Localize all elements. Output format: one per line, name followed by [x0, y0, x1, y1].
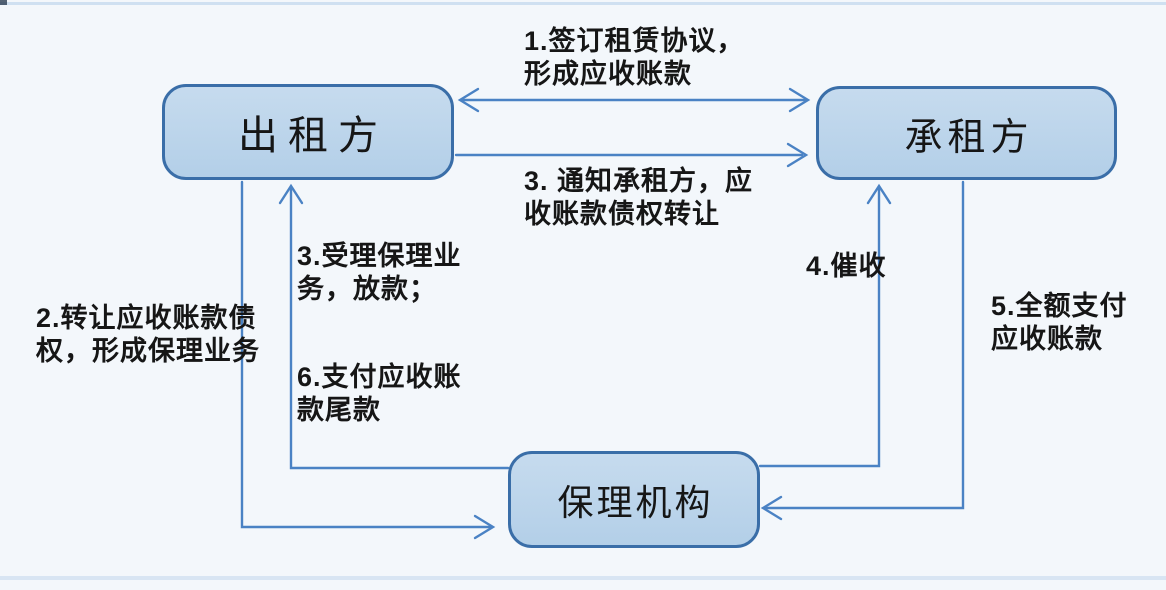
- edge-label-accept-factoring: 3.受理保理业 务，放款；: [297, 240, 462, 306]
- arrow-sign-lease: [457, 87, 811, 113]
- edge-label-pay-balance-line1: 6.支付应收账: [297, 362, 462, 392]
- edge-label-notify-lessee: 3. 通知承租方，应 收账款债权转让: [524, 165, 753, 231]
- edge-label-collect: 4.催收: [806, 250, 887, 283]
- corner-artifact: [0, 0, 7, 5]
- edge-label-transfer-line1: 2.转让应收账款债: [36, 303, 257, 333]
- node-lessor-label: 出租方: [238, 114, 388, 158]
- node-lessee-label: 承租方: [904, 116, 1034, 159]
- edge-label-notify-lessee-line1: 3. 通知承租方，应: [524, 166, 754, 196]
- edge-label-pay-balance: 6.支付应收账 款尾款: [297, 361, 462, 427]
- edge-label-full-payment-line1: 5.全额支付: [991, 291, 1128, 321]
- edge-label-sign-lease-line1: 1.签订租赁协议，: [524, 26, 745, 56]
- edge-label-notify-lessee-line2: 收账款债权转让: [524, 199, 720, 229]
- node-factor: 保理机构: [508, 451, 760, 548]
- edge-label-full-payment: 5.全额支付 应收账款: [991, 290, 1128, 356]
- node-lessor: 出租方: [162, 84, 454, 180]
- arrow-transfer-receivable: [240, 180, 496, 540]
- arrow-notify-lessee: [454, 142, 809, 168]
- edge-label-sign-lease-line2: 形成应收账款: [524, 59, 692, 89]
- edge-label-collect-line1: 4.催收: [806, 251, 887, 281]
- arrow-full-payment: [760, 180, 965, 521]
- edge-label-pay-balance-line2: 款尾款: [297, 395, 381, 425]
- edge-label-transfer-receivable: 2.转让应收账款债 权，形成保理业务: [36, 302, 260, 368]
- node-factor-label: 保理机构: [557, 481, 714, 523]
- arrow-collect: [758, 183, 892, 468]
- edge-label-full-payment-line2: 应收账款: [991, 324, 1103, 354]
- edge-label-accept-line1: 3.受理保理业: [297, 241, 462, 271]
- edge-label-accept-line2: 务，放款；: [297, 274, 437, 304]
- node-lessee: 承租方: [816, 86, 1117, 180]
- edge-label-sign-lease: 1.签订租赁协议， 形成应收账款: [524, 25, 745, 91]
- edge-label-transfer-line2: 权，形成保理业务: [36, 336, 260, 366]
- arrow-accept-and-balance: [278, 183, 510, 470]
